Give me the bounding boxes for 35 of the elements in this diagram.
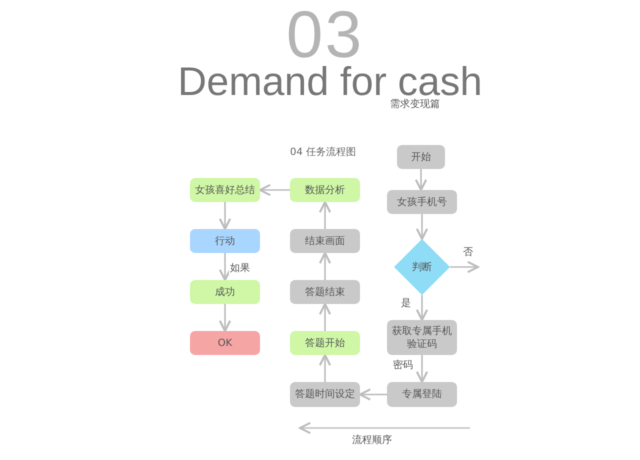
process-box: 女孩手机号 (387, 190, 457, 214)
chart-heading: 04 任务流程图 (290, 146, 356, 159)
process-box: 结束画面 (290, 229, 360, 253)
arrow (416, 355, 428, 384)
flow-order-label: 流程顺序 (352, 434, 392, 447)
arrow (218, 253, 232, 282)
large-number: 03 (286, 4, 364, 64)
process-box: 获取专属手机验证码 (387, 320, 457, 355)
arrow (258, 184, 290, 196)
arrow (218, 202, 232, 230)
process-box: 行动 (190, 229, 260, 253)
arrow (318, 302, 332, 331)
arrow (358, 388, 387, 401)
arrow (416, 214, 428, 240)
process-box: OK (190, 331, 260, 355)
edge-label: 如果 (229, 260, 251, 274)
edge-label: 否 (462, 245, 474, 259)
process-box: 数据分析 (290, 178, 360, 202)
arrow (318, 354, 332, 382)
process-box: 开始 (397, 145, 445, 169)
process-box: 专属登陆 (387, 382, 457, 407)
decision-diamond: 判断 (394, 239, 450, 295)
arrow (318, 200, 332, 229)
process-box: 成功 (190, 280, 260, 304)
process-box: 答题结束 (290, 280, 360, 304)
edge-label: 是 (400, 296, 412, 310)
arrow (218, 304, 232, 332)
process-box: 女孩喜好总结 (190, 178, 260, 202)
arrow (318, 252, 332, 280)
arrow (414, 169, 428, 192)
process-box: 答题开始 (290, 331, 360, 355)
arrow (450, 260, 480, 274)
process-box: 答题时间设定 (290, 382, 360, 407)
edge-label: 密码 (392, 358, 414, 372)
arrow (416, 295, 428, 322)
